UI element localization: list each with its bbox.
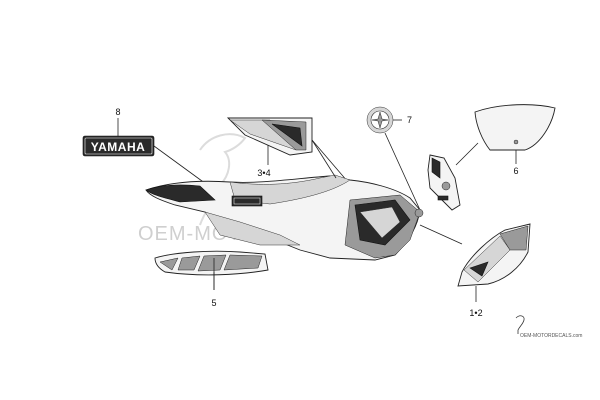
footer-watermark: OEM-MOTORDECALS.com <box>515 315 582 339</box>
tuning-fork-icon <box>371 111 389 129</box>
leader-6-to-nose <box>455 142 479 166</box>
script-stroke-3 <box>197 254 227 272</box>
callout-6: 6 <box>513 166 518 176</box>
fairing-emblem-icon <box>414 208 424 218</box>
callout-1-2: 1•2 <box>469 308 482 318</box>
leader-3-4-seat <box>311 139 337 179</box>
motorcycle-body-outline <box>145 174 424 261</box>
nose-decal-emblem-icon <box>441 181 451 191</box>
part-8-yamaha-emblem: YAMAHA <box>82 135 155 157</box>
script-stroke-4 <box>223 254 263 271</box>
emblem-border <box>84 137 153 155</box>
callout-5: 5 <box>211 298 216 308</box>
screen-decal-shape <box>474 104 556 151</box>
screen-decal-mark-icon <box>513 139 519 145</box>
side-decal-dark <box>469 261 489 277</box>
tank-logo-block <box>231 195 263 207</box>
footer-logo-icon <box>515 315 525 334</box>
callout-7: 7 <box>407 115 412 125</box>
leader-fairing-to-1-2 <box>419 224 463 245</box>
nose-decal-dark-patch <box>431 157 441 179</box>
side-decal-mid <box>499 225 529 251</box>
emblem-text: YAMAHA <box>91 140 146 154</box>
nose-cowl-decal <box>427 154 461 211</box>
part-5-script-decal <box>154 250 269 276</box>
part-6-screen-decal <box>474 104 556 151</box>
fairing-graphic-light <box>359 206 401 239</box>
leader-3-4-to-fairing <box>311 139 349 183</box>
callout-8: 8 <box>115 107 120 117</box>
leader-7-to-fairing <box>384 132 421 211</box>
part-1-2-side-decal <box>457 223 531 287</box>
lower-side-panel <box>204 211 301 246</box>
callout-3-4: 3•4 <box>257 168 270 178</box>
part-7-round-emblem <box>366 106 394 134</box>
part-3-4-tank-decal <box>226 117 313 156</box>
tank-decal-stripe-dark <box>271 123 303 147</box>
script-stroke-1 <box>159 257 179 271</box>
script-stroke-2 <box>177 255 201 271</box>
tail-dark-panel <box>145 184 216 203</box>
footer-watermark-text: OEM-MOTORDECALS.com <box>520 333 582 339</box>
tank-logo-inner <box>233 197 261 205</box>
nose-decal-dark-bar <box>437 195 449 201</box>
